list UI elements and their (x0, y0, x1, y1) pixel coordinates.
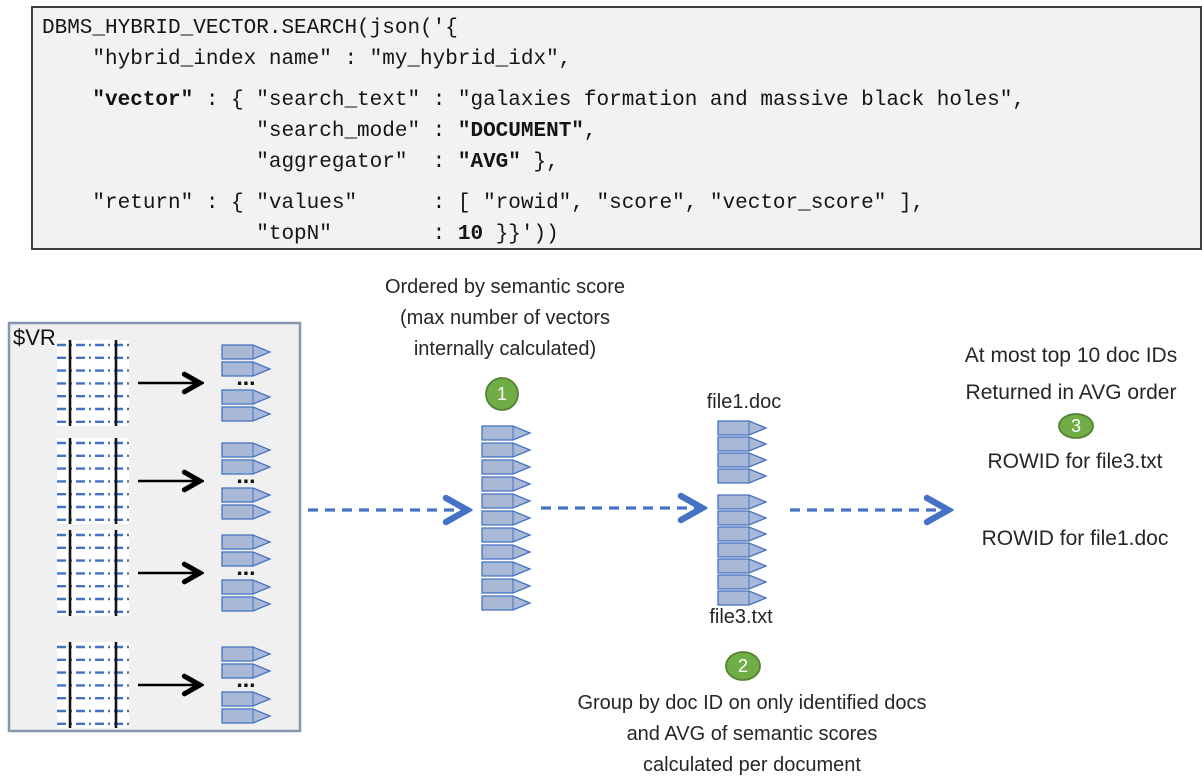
note-line: Returned in AVG order (965, 381, 1177, 404)
code-text: "topN" : (42, 223, 458, 246)
note-line: calculated per document (643, 754, 861, 776)
note-line: Group by doc ID on only identified docs (577, 692, 927, 714)
code-text: "hybrid_index name" : "my_hybrid_idx", (42, 48, 572, 71)
code-text-bold: 10 (457, 223, 484, 246)
note-top10-returned: At most top 10 doc IDs Returned in AVG o… (944, 337, 1198, 411)
code-line: "search_mode" : "DOCUMENT", (42, 116, 1200, 147)
code-line: DBMS_HYBRID_VECTOR.SEARCH(json('{ (42, 13, 1200, 44)
ellipsis-dots-2: ... (236, 462, 256, 488)
note-line: Ordered by semantic score (384, 276, 626, 298)
code-line: "aggregator" : "AVG" }, (42, 147, 1200, 178)
rowid-file3-label: ROWID for file3.txt (987, 450, 1163, 473)
code-text: : { "search_text" : "galaxies formation … (193, 89, 1025, 112)
file1-doc-label: file1.doc (706, 391, 782, 413)
code-text-bold: "vector" (92, 89, 194, 112)
grouped-stack-file3 (717, 494, 767, 606)
semantic-ordered-stack (481, 425, 531, 611)
code-text: }, (520, 151, 559, 174)
rowid-file1-label: ROWID for file1.doc (981, 527, 1169, 550)
vr-box-label: $VR (13, 325, 56, 350)
code-text: "return" : { "values" : [ "rowid", "scor… (42, 192, 925, 215)
ellipsis-dots-1: ... (236, 364, 256, 390)
ellipsis-dots-4: ... (236, 666, 256, 692)
code-text-bold: "DOCUMENT" (457, 120, 584, 143)
step-number-3: 3 (1070, 416, 1081, 436)
code-text: "aggregator" : (42, 151, 458, 174)
note-ordered-by-semantic-score: Ordered by semantic score (max number of… (330, 272, 680, 365)
code-line: "return" : { "values" : [ "rowid", "scor… (42, 188, 1200, 219)
vector-matrix-2 (55, 436, 131, 526)
vector-matrix-1 (55, 338, 131, 428)
code-blank-line (42, 75, 1200, 85)
grouped-stack-file1 (717, 420, 767, 484)
step-number-2: 2 (737, 656, 748, 676)
step-number-1: 1 (496, 384, 507, 404)
file3-txt-label: file3.txt (709, 606, 773, 628)
vector-matrix-3 (55, 528, 131, 618)
code-text: , (583, 120, 597, 143)
code-line: "vector" : { "search_text" : "galaxies f… (42, 85, 1200, 116)
ellipsis-dots-3: ... (236, 554, 256, 580)
code-text (42, 89, 92, 112)
code-panel: DBMS_HYBRID_VECTOR.SEARCH(json('{ "hybri… (31, 6, 1202, 250)
code-text: }}')) (483, 223, 559, 246)
code-text: "search_mode" : (42, 120, 458, 143)
code-line: "topN" : 10 }}')) (42, 219, 1200, 250)
code-line: "hybrid_index name" : "my_hybrid_idx", (42, 44, 1200, 75)
code-blank-line (42, 178, 1200, 188)
note-line: and AVG of semantic scores (626, 723, 878, 745)
code-text: DBMS_HYBRID_VECTOR.SEARCH(json('{ (42, 17, 458, 40)
note-line: At most top 10 doc IDs (964, 344, 1178, 367)
note-line: internally calculated) (413, 338, 597, 360)
vector-matrix-4 (55, 640, 131, 730)
note-group-by-doc-id: Group by doc ID on only identified docs … (537, 688, 967, 781)
note-line: (max number of vectors (399, 307, 611, 329)
code-text-bold: "AVG" (457, 151, 521, 174)
